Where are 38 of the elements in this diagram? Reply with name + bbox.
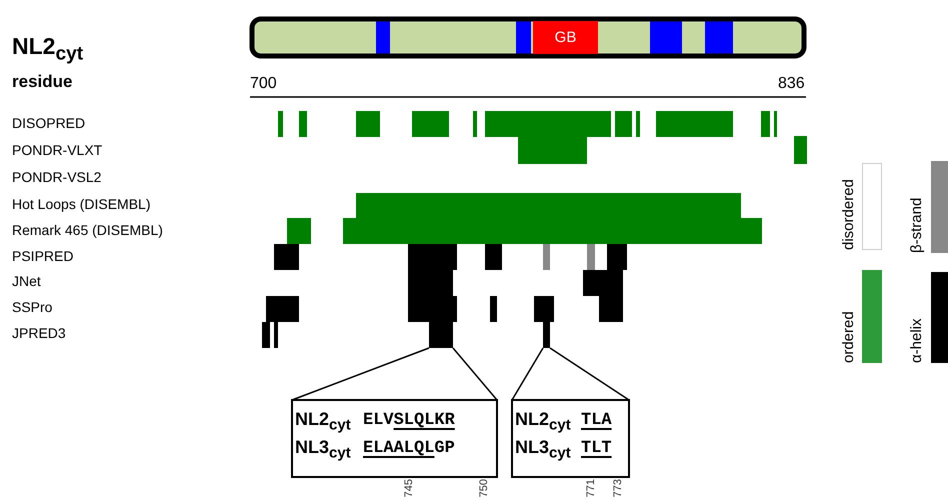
tick-label: 700 <box>250 75 277 93</box>
track-label: PONDR-VSL2 <box>12 169 102 185</box>
sequence-inset-box <box>291 399 498 478</box>
residue-number: 750 <box>478 479 491 498</box>
protein-label: NL3$_{cyt}$ <box>515 437 571 462</box>
residue-number: 745 <box>403 479 416 498</box>
sequence-text: ELVSLQLKR <box>363 411 455 430</box>
protein-title: NL2$_{cyt}$ <box>12 33 84 66</box>
track-label: JNet <box>12 273 41 289</box>
connector-line <box>511 348 544 400</box>
connector-line <box>452 348 498 400</box>
track-label: Remark 465 (DISEMBL) <box>12 222 163 238</box>
legend-label: disordered <box>840 178 857 250</box>
axis-title: residue <box>12 72 72 92</box>
domain-segment: GB <box>533 21 598 54</box>
protein-label: NL2$_{cyt}$ <box>515 409 571 434</box>
legend-label: α-helix <box>908 317 925 363</box>
legend-label: β-strand <box>908 196 925 253</box>
helix-block <box>543 322 550 348</box>
sequence-inset-box <box>511 399 630 478</box>
track-label: PONDR-VLXT <box>12 142 102 158</box>
connector-line <box>550 347 630 401</box>
residue-number: 773 <box>612 479 625 498</box>
protein-label: NL2$_{cyt}$ <box>295 409 351 434</box>
tick-label: 836 <box>778 75 805 93</box>
track-label: DISOPRED <box>12 115 86 131</box>
connector-line <box>292 347 430 401</box>
residue-number: 771 <box>585 479 598 498</box>
protein-label: NL3$_{cyt}$ <box>295 437 351 462</box>
track-label: SSPro <box>12 299 52 315</box>
track-label: JPRED3 <box>12 325 66 341</box>
sequence-text: ELAALQLGP <box>363 439 455 458</box>
sequence-text: TLA <box>581 411 612 430</box>
legend-label: ordered <box>840 310 857 363</box>
track-label: PSIPRED <box>12 248 74 264</box>
helix-block <box>429 322 453 348</box>
track-label: Hot Loops (DISEMBL) <box>12 196 150 212</box>
sequence-text: TLT <box>581 439 612 458</box>
